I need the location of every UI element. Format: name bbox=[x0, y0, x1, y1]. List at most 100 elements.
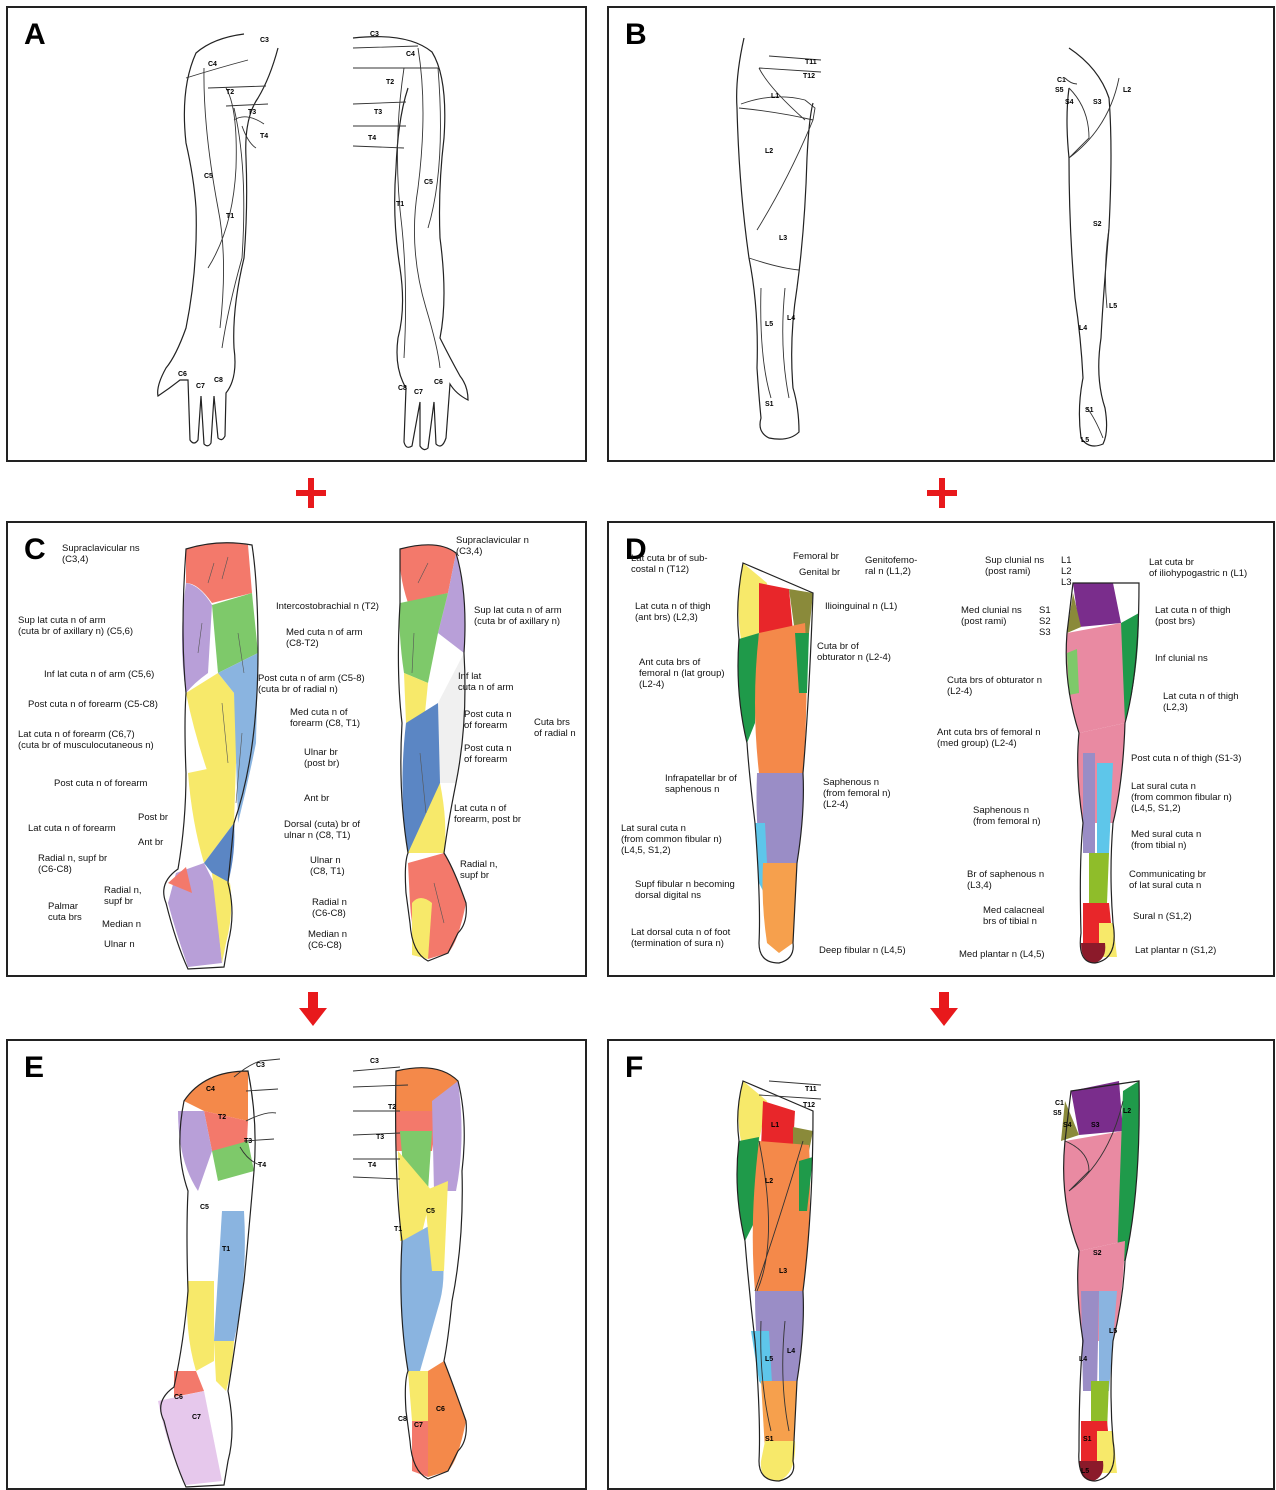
seg-label: T4 bbox=[258, 1162, 266, 1169]
annotation: Inf latcuta n of arm bbox=[458, 671, 514, 693]
seg-label: C7 bbox=[192, 1414, 201, 1421]
seg-label: L4 bbox=[787, 1348, 795, 1355]
annotation: Post cuta n of thigh (S1-3) bbox=[1131, 753, 1241, 764]
seg-label: C4 bbox=[206, 1086, 215, 1093]
annotation: Lat cuta n of thigh(L2,3) bbox=[1163, 691, 1239, 713]
seg-label: L4 bbox=[787, 315, 795, 322]
seg-label: C6 bbox=[434, 379, 443, 386]
seg-label: C7 bbox=[196, 383, 205, 390]
seg-label: C3 bbox=[370, 31, 379, 38]
panel-d: D Lat cuta br of sub-costal n (T12) Lat … bbox=[607, 521, 1275, 977]
seg-label: T2 bbox=[218, 1114, 226, 1121]
annotation: Lat plantar n (S1,2) bbox=[1135, 945, 1216, 956]
combined-arm-dermatome-map: C3 C4 T2 T3 T4 C5 T1 C6 C7 C3 T2 T3 T4 C… bbox=[8, 1041, 587, 1490]
seg-label: C1 bbox=[1055, 1100, 1064, 1107]
cutaneous-nerve-arm-map: Supraclavicular ns(C3,4) Sup lat cuta n … bbox=[8, 523, 587, 977]
seg-label: S1 bbox=[1083, 1436, 1092, 1443]
dermatome-leg-outline: T11 T12 L1 L2 L3 L5 L4 S1 C1 S5 S4 S3 L2… bbox=[609, 8, 1275, 462]
annotation: Femoral br bbox=[793, 551, 839, 562]
segment-labels-back: C1 S5 S4 S3 L2 S2 L5 L4 S1 L5 bbox=[1055, 77, 1131, 444]
seg-label: C6 bbox=[436, 1406, 445, 1413]
annotation: Radial n(C6-C8) bbox=[312, 897, 347, 919]
annotation: Communicating brof lat sural cuta n bbox=[1129, 869, 1206, 891]
annotation: Sup lat cuta n of arm(cuta br of axillar… bbox=[18, 615, 133, 637]
seg-label: T12 bbox=[803, 73, 815, 80]
seg-label: L4 bbox=[1079, 1356, 1087, 1363]
seg-label: L2 bbox=[765, 148, 773, 155]
seg-label: S4 bbox=[1065, 99, 1074, 106]
annotation: Lat cuta n of thigh(ant brs) (L2,3) bbox=[635, 601, 711, 623]
annotation: Lat cuta br of sub-costal n (T12) bbox=[631, 553, 708, 575]
panel-b: B T11 T12 L1 L2 L3 L5 L4 S1 C1 S5 S4 S3 … bbox=[607, 6, 1275, 462]
annotation: Median n(C6-C8) bbox=[308, 929, 347, 951]
seg-label: T1 bbox=[226, 213, 234, 220]
seg-label: S5 bbox=[1053, 1110, 1062, 1117]
seg-label: C1 bbox=[1057, 77, 1066, 84]
plus-icon bbox=[925, 476, 959, 510]
seg-label: C5 bbox=[204, 173, 213, 180]
annotation: Cuta brsof radial n bbox=[534, 717, 576, 739]
annotation: Ulnar n bbox=[104, 939, 135, 950]
seg-label: C3 bbox=[256, 1062, 265, 1069]
seg-label: L5 bbox=[765, 1356, 773, 1363]
annotation: Med sural cuta n(from tibial n) bbox=[1131, 829, 1201, 851]
seg-label: T3 bbox=[248, 109, 256, 116]
seg-label: L3 bbox=[779, 235, 787, 242]
seg-label: C8 bbox=[398, 385, 407, 392]
seg-label: C5 bbox=[426, 1208, 435, 1215]
annotation: Saphenous n(from femoral n) bbox=[973, 805, 1041, 827]
annotation: Lat sural cuta n(from common fibular n)(… bbox=[1131, 781, 1232, 814]
seg-label: L5 bbox=[1109, 303, 1117, 310]
seg-label: T2 bbox=[388, 1104, 396, 1111]
annotation: Radial n,supf br bbox=[104, 885, 142, 907]
seg-label: L1 bbox=[771, 1122, 779, 1129]
seg-label: T1 bbox=[222, 1246, 230, 1253]
seg-label: C5 bbox=[424, 179, 433, 186]
annotation: Sup lat cuta n of arm(cuta br of axillar… bbox=[474, 605, 562, 627]
annotation: Radial n, supf br(C6-C8) bbox=[38, 853, 107, 875]
panel-f: F T11 T12 L1 L2 L3 L5 bbox=[607, 1039, 1275, 1490]
seg-label: S3 bbox=[1091, 1122, 1100, 1129]
cutaneous-nerve-leg-map: Lat cuta br of sub-costal n (T12) Lat cu… bbox=[609, 523, 1275, 977]
seg-label: T4 bbox=[368, 135, 376, 142]
annotation: Post cuta nof forearm bbox=[464, 743, 512, 765]
seg-label: S5 bbox=[1055, 87, 1064, 94]
panel-e: E C3 C4 T2 T3 T4 C5 bbox=[6, 1039, 587, 1490]
seg-label: C7 bbox=[414, 389, 423, 396]
seg-label: L2 bbox=[765, 1178, 773, 1185]
annotation: Median n bbox=[102, 919, 141, 930]
seg-label: C8 bbox=[398, 1416, 407, 1423]
segment-labels-front: T11 T12 L1 L2 L3 L5 L4 S1 bbox=[765, 59, 817, 408]
seg-label: T2 bbox=[226, 89, 234, 96]
annotation: Lat cuta n of thigh(post brs) bbox=[1155, 605, 1231, 627]
annotation: Genitofemo-ral n (L1,2) bbox=[865, 555, 917, 577]
annotation: S1S2S3 bbox=[1039, 605, 1051, 638]
seg-label: C6 bbox=[178, 371, 187, 378]
dermatome-arm-outline: C3 C4 T2 T3 T4 C5 T1 C6 C7 C8 C3 C4 T2 T… bbox=[8, 8, 587, 462]
seg-label: S1 bbox=[765, 1436, 774, 1443]
seg-label: L2 bbox=[1123, 1108, 1131, 1115]
seg-label: L1 bbox=[771, 93, 779, 100]
panel-a: A C3 C4 T2 T3 T4 C5 T1 C6 C7 C8 C3 C4 T2… bbox=[6, 6, 587, 462]
annotation: Ilioinguinal n (L1) bbox=[825, 601, 897, 612]
seg-label: C3 bbox=[370, 1058, 379, 1065]
seg-label: T1 bbox=[396, 201, 404, 208]
middle-annotations: Intercostobrachial n (T2) Med cuta n of … bbox=[258, 601, 379, 951]
annotation: Ulnar br(post br) bbox=[304, 747, 339, 769]
annotation: Ant br bbox=[304, 793, 329, 804]
middle-annotations: Femoral br Genital br Genitofemo-ral n (… bbox=[793, 551, 917, 956]
seg-label: L3 bbox=[779, 1268, 787, 1275]
seg-label: T2 bbox=[386, 79, 394, 86]
seg-label: C8 bbox=[214, 377, 223, 384]
annotation: Med plantar n (L4,5) bbox=[959, 949, 1045, 960]
seg-label: L5 bbox=[1109, 1328, 1117, 1335]
right-annotations: Supraclavicular n(C3,4) Sup lat cuta n o… bbox=[454, 535, 576, 881]
annotation: Cuta br ofobturator n (L2-4) bbox=[817, 641, 891, 663]
annotation: Lat cuta n of forearm bbox=[28, 823, 116, 834]
annotation: Ant cuta brs of femoral n(med group) (L2… bbox=[937, 727, 1041, 749]
plus-icon bbox=[294, 476, 328, 510]
